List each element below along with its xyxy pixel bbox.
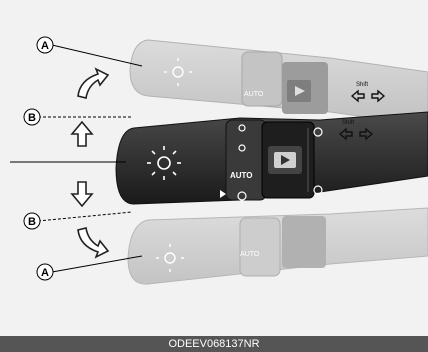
arrow-down-right-icon (78, 228, 108, 257)
lever-ghost-top (130, 40, 428, 126)
lever-main (116, 112, 428, 204)
callout-a-top: A (37, 37, 53, 53)
multifunction-switch-illustration: A B B A AUTO AUTO AUTO Shift Shift (0, 0, 428, 336)
callout-a-bottom: A (37, 264, 53, 280)
image-code-caption: ODEEV068137NR (0, 336, 428, 352)
auto-label-ghost-top: AUTO (244, 91, 264, 98)
arrow-up-right-icon (78, 69, 108, 98)
leader-a-top (52, 45, 142, 66)
callout-b-bottom-label: B (28, 216, 36, 228)
lever-ghost-bottom (128, 208, 428, 284)
callout-a-top-label: A (41, 40, 49, 52)
auto-label-ghost-bottom: AUTO (240, 251, 260, 258)
indicator-label-left: Shift (342, 120, 354, 126)
callout-b-top: B (24, 109, 40, 125)
arrow-down-icon (72, 182, 92, 206)
indicator-label-right: Shift (356, 82, 368, 88)
callout-b-bottom: B (24, 213, 40, 229)
callout-b-top-label: B (28, 112, 36, 124)
auto-label: AUTO (230, 171, 253, 180)
callout-a-bottom-label: A (41, 267, 49, 279)
arrow-up-icon (72, 122, 92, 146)
leader-b-bottom (38, 212, 132, 221)
